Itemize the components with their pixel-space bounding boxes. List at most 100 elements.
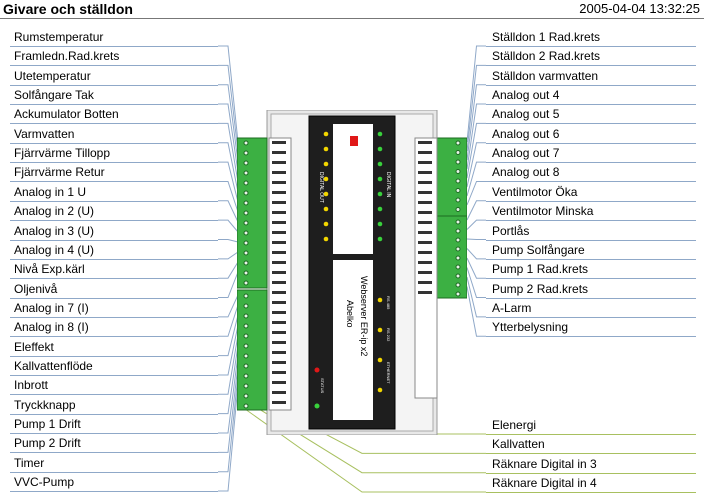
status-led-green [314, 403, 320, 409]
input-underline [10, 200, 218, 202]
indicator-led [323, 191, 329, 197]
wire [218, 344, 239, 415]
output-underline [486, 142, 696, 144]
input-label: Analog in 1 U [14, 184, 87, 199]
panel-mark [418, 251, 432, 254]
indicator-led [323, 176, 329, 182]
rs485-label: RS 485 [386, 296, 391, 310]
panel-mark [272, 211, 286, 214]
panel-mark [418, 261, 432, 264]
input-underline [10, 355, 218, 357]
panel-mark [418, 201, 432, 204]
input-underline [10, 316, 218, 318]
input-label: Analog in 8 (I) [14, 320, 89, 335]
terminal-screw [243, 403, 249, 409]
input-label: Rumstemperatur [14, 30, 104, 44]
input-label: Fjärrvärme Retur [14, 165, 105, 180]
terminal-screw [243, 303, 249, 309]
indicator-led [377, 327, 383, 333]
output-label: A-Larm [492, 300, 532, 315]
panel-mark [418, 191, 432, 194]
panel-mark [272, 341, 286, 344]
input-underline [10, 452, 218, 454]
wire [466, 45, 486, 143]
panel-mark [418, 281, 432, 284]
output-underline [486, 297, 696, 299]
wire [218, 294, 239, 318]
panel-mark [418, 271, 432, 274]
terminal-screw [243, 200, 249, 206]
wire [218, 304, 239, 337]
terminal-screw [243, 150, 249, 156]
terminal-screw [243, 190, 249, 196]
panel-mark [272, 171, 286, 174]
wire [218, 334, 239, 395]
output-underline [486, 162, 696, 164]
panel-mark [418, 231, 432, 234]
panel-mark [418, 171, 432, 174]
input-underline [10, 162, 218, 164]
indicator-led [377, 387, 383, 393]
terminal-screw [243, 160, 249, 166]
output-underline [486, 84, 696, 86]
input-label: Pump 1 Drift [14, 417, 81, 431]
wire [466, 180, 486, 206]
input-label: Analog in 4 (U) [14, 242, 95, 257]
wire [218, 64, 239, 153]
counter-label: Kallvatten [492, 437, 545, 452]
panel-mark [272, 401, 286, 404]
output-underline [486, 258, 696, 260]
terminal-screw [243, 293, 249, 299]
output-underline [486, 220, 696, 222]
input-label: Timer [14, 455, 45, 470]
indicator-led [323, 131, 329, 137]
terminal-screw [243, 383, 249, 389]
input-underline [10, 394, 218, 396]
timestamp: 2005-04-04 13:32:25 [579, 1, 700, 16]
left-terminal-lower [237, 289, 268, 411]
panel-mark [272, 351, 286, 354]
output-underline [486, 65, 696, 67]
output-underline [486, 336, 696, 338]
input-label: Varmvatten [14, 126, 75, 141]
output-label: Pump Solfångare [492, 242, 585, 257]
wire [466, 200, 486, 221]
wire [218, 180, 239, 213]
indicator-led [323, 206, 329, 212]
wire [466, 276, 486, 318]
panel-mark [418, 211, 432, 214]
title-bar: Givare och ställdon 2005-04-04 13:32:25 [0, 0, 704, 19]
panel-mark [272, 271, 286, 274]
wire [466, 219, 486, 230]
wire [218, 122, 239, 183]
wire [218, 314, 239, 357]
input-underline [10, 336, 218, 338]
indicator-led [323, 236, 329, 242]
panel-mark [272, 261, 286, 264]
wire [218, 103, 239, 173]
panel-mark [418, 141, 432, 144]
input-underline [10, 220, 218, 222]
terminal-screw [243, 210, 249, 216]
indicator-led [377, 176, 383, 182]
counter-underline [486, 472, 696, 474]
indicator-led [377, 221, 383, 227]
panel-mark [418, 291, 432, 294]
output-label: Pump 2 Rad.krets [492, 281, 589, 296]
panel-mark [418, 221, 432, 224]
input-label: Analog in 7 (I) [14, 300, 89, 315]
wire [218, 200, 239, 223]
terminal-screw [243, 373, 249, 379]
panel-mark [272, 141, 286, 144]
model-label: Webserver ER-ip x2 [359, 276, 369, 356]
counter-label: Elenergi [492, 418, 537, 432]
terminal-screw [455, 237, 461, 243]
input-label: Analog in 3 (U) [14, 223, 95, 238]
panel-mark [272, 201, 286, 204]
terminal-screw [243, 140, 249, 146]
terminal-screw [243, 313, 249, 319]
wire [218, 354, 239, 434]
input-label: Oljenivå [14, 281, 58, 296]
panel-mark [272, 151, 286, 154]
ethernet-label: ETHERNET [386, 362, 391, 384]
